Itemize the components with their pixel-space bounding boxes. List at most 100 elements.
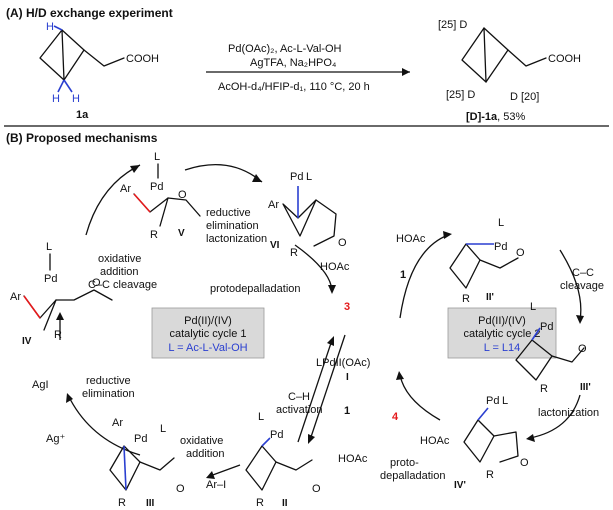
cycle-2-box-ligand: L = L14 xyxy=(484,342,521,354)
species-iiip-label: III' xyxy=(580,382,591,393)
species-ivp-o: O xyxy=(520,457,529,469)
species-iii-o: O xyxy=(176,483,185,495)
conditions-line-1: Pd(OAc)₂, Ac-L-Val-OH xyxy=(228,43,342,55)
species-ii-label: II xyxy=(282,498,288,509)
step-oxidative-2: oxidative xyxy=(180,435,223,447)
conditions-line-2: AgTFA, Na₂HPO₄ xyxy=(250,57,337,69)
species-iiip-pd: Pd xyxy=(540,321,553,333)
species-iip-ligand: L xyxy=(498,217,504,229)
step-oxidative-1: oxidative xyxy=(98,253,141,265)
step-cleavage-2: cleavage xyxy=(560,280,604,292)
h-atom-2: H xyxy=(52,93,60,105)
species-vi-o: O xyxy=(338,237,347,249)
conditions-line-3: AcOH-d₄/HFIP-d₁, 110 °C, 20 h xyxy=(218,81,370,93)
step-reductive-2: reductive xyxy=(86,375,131,387)
species-vi-pd: Pd xyxy=(290,171,303,183)
agi: AgI xyxy=(32,379,49,391)
species-iii-ar: Ar xyxy=(112,417,123,429)
product-4: 4 xyxy=(392,411,399,423)
species-iii-prime: L Pd O R III' xyxy=(515,301,591,395)
species-iiip-ligand: L xyxy=(530,301,536,313)
species-vi-label: VI xyxy=(270,240,280,251)
step-addition-1: addition xyxy=(100,266,139,278)
species-iv-ligand: L xyxy=(46,241,52,253)
step-lactonization-1: lactonization xyxy=(206,233,267,245)
species-ivp-ligand: L xyxy=(502,395,508,407)
species-v-pd: Pd xyxy=(150,181,163,193)
reagent-1-right: 1 xyxy=(400,269,406,281)
species-iii-label: III xyxy=(146,498,155,509)
product-label: [D]-1a, 53% xyxy=(466,111,526,123)
step-activation: activation xyxy=(276,404,322,416)
step-depalladation: depalladation xyxy=(380,470,445,482)
deuterium-label-1: [25] D xyxy=(438,19,467,31)
species-iip-r: R xyxy=(462,293,470,305)
species-iv-pd: Pd xyxy=(44,273,57,285)
species-iiip-o: O xyxy=(578,343,587,355)
species-iiip-r: R xyxy=(540,383,548,395)
species-ivp-pd: Pd xyxy=(486,395,499,407)
catalyst-label-i: I xyxy=(346,372,349,383)
species-iii-pd: Pd xyxy=(134,433,147,445)
species-ii: L Pd O R II xyxy=(245,411,321,509)
product-compound-name: [D]-1a xyxy=(466,111,498,123)
reagent-1-left: 1 xyxy=(344,405,350,417)
step-addition-2: addition xyxy=(186,448,225,460)
species-iii-ligand: L xyxy=(160,423,166,435)
cycle-1-box-line-2: catalytic cycle 1 xyxy=(169,328,246,340)
species-ii-r: R xyxy=(256,497,264,509)
reaction-arrow xyxy=(206,68,410,76)
species-iii: Ar Pd L O R III xyxy=(109,417,185,509)
hoac-ivp: HOAc xyxy=(420,435,450,447)
species-v-o: O xyxy=(178,189,187,201)
product-yield: , 53% xyxy=(497,111,525,123)
species-ii-ligand: L xyxy=(258,411,264,423)
species-ivp-label: IV' xyxy=(454,480,466,491)
species-ii-pd: Pd xyxy=(270,429,283,441)
species-iip-label: II' xyxy=(486,292,494,303)
ari: Ar–I xyxy=(206,479,226,491)
cycle-1-arrows xyxy=(56,164,346,479)
step-cc-2: C–C xyxy=(572,267,594,279)
species-vi-ar: Ar xyxy=(268,199,279,211)
compound-label-1a: 1a xyxy=(76,109,89,121)
species-v-r: R xyxy=(150,229,158,241)
step-elimination-1: elimination xyxy=(206,220,259,232)
product-acid-group: COOH xyxy=(548,53,581,65)
hoac-iip: HOAc xyxy=(396,233,426,245)
step-ch: C–H xyxy=(288,391,310,403)
hoac-vi: HOAc xyxy=(320,261,350,273)
cycle-2-box: Pd(II)/(IV) catalytic cycle 2 L = L14 xyxy=(447,307,557,359)
species-iv-prime: Pd L O R IV' xyxy=(454,395,529,491)
h-atom-3: H xyxy=(72,93,80,105)
product-d-1a: [25] D [25] D D [20] COOH [D]-1a, 53% xyxy=(438,19,581,123)
ag-plus: Ag⁺ xyxy=(46,433,65,445)
acid-group: COOH xyxy=(126,53,159,65)
substrate-1a: H H H COOH 1a xyxy=(39,21,159,121)
step-reductive-1: reductive xyxy=(206,207,251,219)
cycle-1-box-line-1: Pd(II)/(IV) xyxy=(184,315,232,327)
step-elimination-2: elimination xyxy=(82,388,135,400)
species-vi-ligand: L xyxy=(306,171,312,183)
species-iv-r: R xyxy=(54,329,62,341)
cycle-1-box-ligand: L = Ac-L-Val-OH xyxy=(168,342,247,354)
species-vi-r: R xyxy=(290,247,298,259)
cycle-2-box-line-1: Pd(II)/(IV) xyxy=(478,315,526,327)
deuterium-label-2: [25] D xyxy=(446,89,475,101)
species-iv-label: IV xyxy=(22,336,32,347)
species-ii-o: O xyxy=(312,483,321,495)
h-atom-1: H xyxy=(46,21,54,33)
cycle-1-box: Pd(II)/(IV) catalytic cycle 1 L = Ac-L-V… xyxy=(151,307,265,359)
species-iip-pd: Pd xyxy=(494,241,507,253)
cycle-2-arrows xyxy=(396,231,584,442)
section-b-title: (B) Proposed mechanisms xyxy=(6,131,158,145)
species-iv: L Pd Ar O R IV xyxy=(10,241,113,347)
species-ii-prime: L Pd O R II' xyxy=(449,217,525,305)
species-v-label: V xyxy=(178,228,185,239)
species-iip-o: O xyxy=(516,247,525,259)
cycle-2-box-line-2: catalytic cycle 2 xyxy=(463,328,540,340)
species-v: L Pd Ar O R V xyxy=(120,151,201,241)
catalyst-species: LPdII(OAc) xyxy=(316,357,370,369)
species-v-ar: Ar xyxy=(120,183,131,195)
